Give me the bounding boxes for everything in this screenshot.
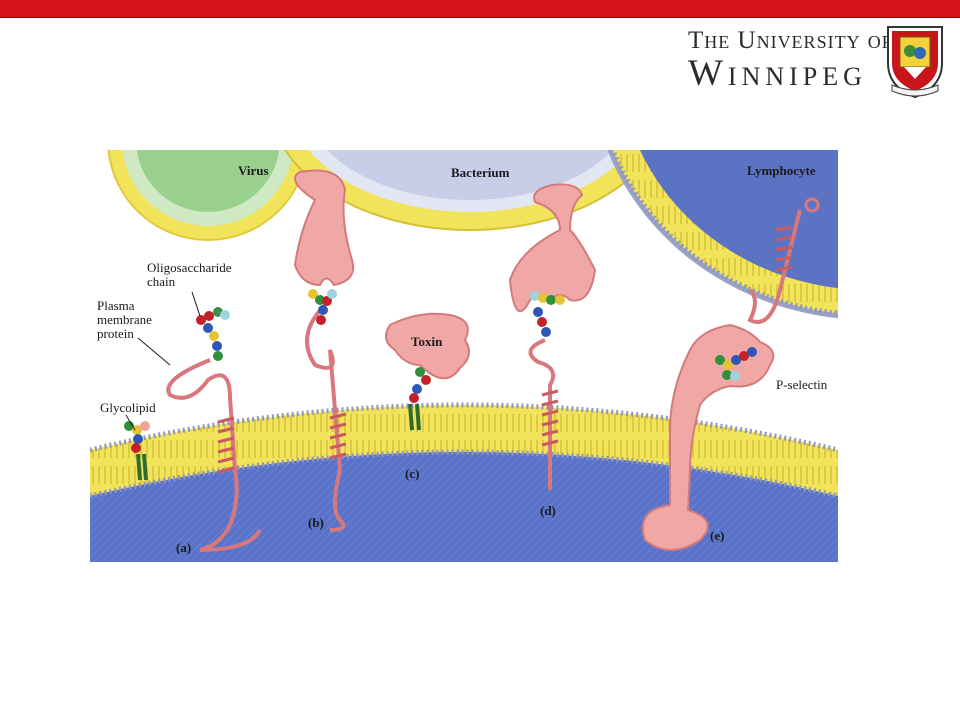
bacterium-binding-protein <box>508 183 597 490</box>
label-plasma-1: Plasma <box>97 298 135 313</box>
label-glycolipid: Glycolipid <box>100 400 156 415</box>
label-oligosaccharide-2: chain <box>147 274 176 289</box>
membrane-protein-a <box>166 307 262 552</box>
label-toxin: Toxin <box>411 334 443 349</box>
label-panel-d: (d) <box>540 503 556 518</box>
virus-cell <box>107 150 309 241</box>
label-plasma-2: membrane <box>97 312 152 327</box>
label-bacterium: Bacterium <box>451 165 510 180</box>
label-virus: Virus <box>238 163 269 178</box>
label-panel-b: (b) <box>308 515 324 530</box>
label-p-selectin: P-selectin <box>776 377 828 392</box>
p-selectin-protein <box>641 197 820 551</box>
virus-binding-protein <box>293 169 355 532</box>
label-plasma-3: protein <box>97 326 134 341</box>
label-panel-e: (e) <box>710 528 724 543</box>
membrane-diagram: Virus Bacterium Lymphocyte Toxin Oligosa… <box>90 150 838 562</box>
top-banner-bar <box>0 0 960 18</box>
logo-line-2: Winnipeg <box>688 53 867 94</box>
label-lymphocyte: Lymphocyte <box>747 163 816 178</box>
host-cell <box>90 402 838 562</box>
leader-lines <box>125 291 201 431</box>
university-logo-text: The University of Winnipeg <box>688 28 893 92</box>
label-oligosaccharide-1: Oligosaccharide <box>147 260 232 275</box>
label-panel-a: (a) <box>176 540 191 555</box>
toxin <box>385 312 470 431</box>
label-panel-c: (c) <box>405 466 419 481</box>
logo-line-1: The University of <box>688 27 893 54</box>
university-crest-icon <box>887 26 943 99</box>
